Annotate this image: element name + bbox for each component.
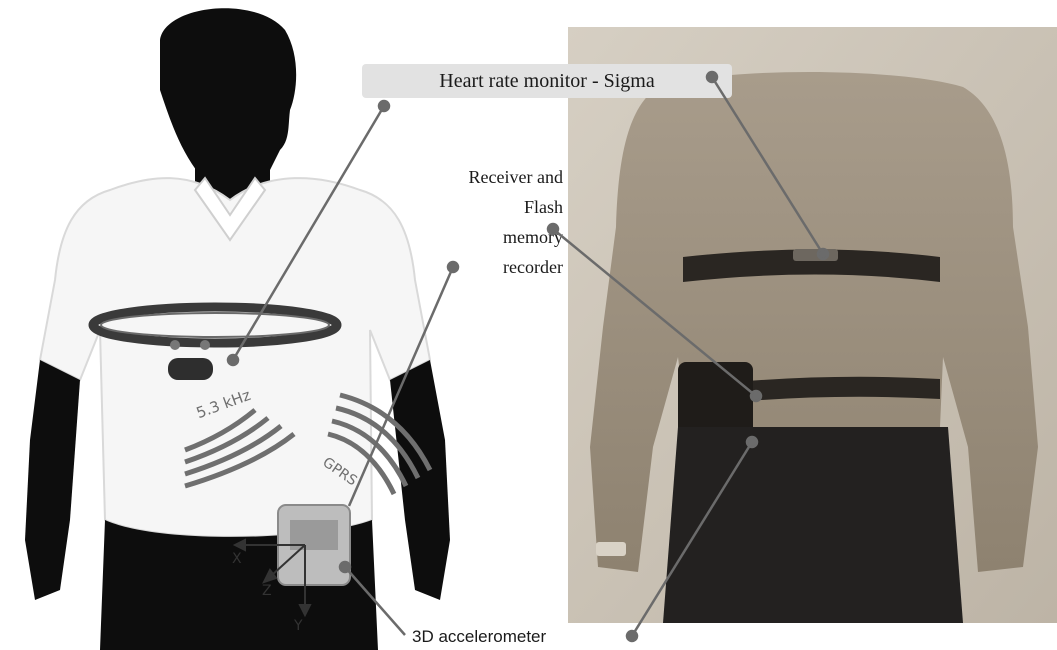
receiver-label-line3: memory: [428, 222, 563, 252]
axis-x-label: X: [232, 551, 242, 567]
photo-wristwatch: [596, 542, 626, 556]
hrm-electrode-left: [170, 340, 180, 350]
axis-y-label: Y: [293, 618, 303, 634]
receiver-recorder-label: Receiver and Flash memory recorder: [428, 162, 563, 282]
right-arm-silhouette: [390, 360, 450, 600]
photo-illustration: [568, 27, 1057, 623]
axis-z-label: Z: [262, 583, 272, 599]
left-arm-silhouette: [25, 360, 80, 600]
accelerometer-label: 3D accelerometer: [412, 627, 546, 647]
subject-photo: [568, 27, 1057, 623]
leader-accel-right-dot-start: [627, 631, 637, 641]
hrm-transmitter: [168, 358, 213, 380]
receiver-label-line1: Receiver and: [428, 162, 563, 192]
photo-hrm-transmitter: [793, 249, 838, 261]
hrm-electrode-right: [200, 340, 210, 350]
receiver-label-line2: Flash: [428, 192, 563, 222]
heart-rate-monitor-label: Heart rate monitor - Sigma: [362, 64, 732, 98]
receiver-label-line4: recorder: [428, 252, 563, 282]
photo-shorts: [663, 427, 963, 623]
